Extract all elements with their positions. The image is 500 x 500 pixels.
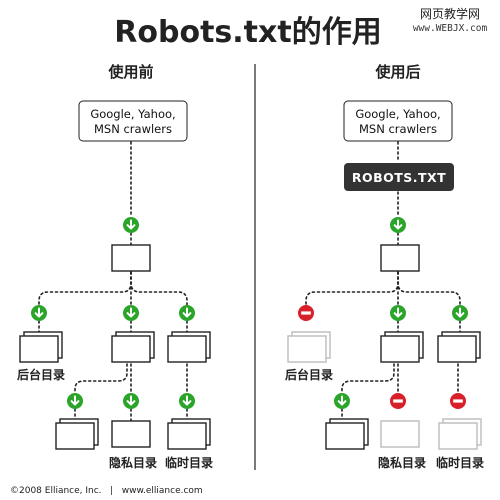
folder-stack [325, 418, 369, 450]
after-panel: 使用后 Google, Yahoo, MSN crawlers ROBOTS.T… [285, 63, 484, 470]
after-heading: 使用后 [374, 63, 420, 81]
connector [130, 271, 188, 306]
temp-dir-label: 临时目录 [165, 455, 213, 470]
connector [38, 271, 132, 306]
connector [397, 271, 461, 306]
before-heading: 使用前 [107, 63, 153, 81]
allow-icon [389, 304, 407, 322]
folder-stack [437, 331, 481, 363]
crawlers-box [343, 100, 453, 142]
allow-icon [122, 216, 140, 234]
crawlers-line2: MSN crawlers [94, 122, 172, 136]
allow-icon [122, 304, 140, 322]
deny-icon [450, 393, 466, 409]
allow-icon [122, 392, 140, 410]
robots-txt-box [344, 163, 454, 191]
crawlers-line1: Google, Yahoo, [90, 107, 175, 121]
connector [38, 320, 188, 334]
copyright-footer: ©2008 Elliance, Inc. | www.elliance.com [10, 486, 203, 496]
robots-txt-label: ROBOTS.TXT [352, 170, 446, 185]
allow-icon [66, 392, 84, 410]
blocked-private-folder [380, 420, 420, 448]
connector [74, 363, 128, 394]
connector [341, 363, 395, 394]
crawlers-line2: MSN crawlers [359, 122, 437, 136]
allow-icon [451, 304, 469, 322]
connector [397, 320, 461, 334]
folder-stack [19, 331, 63, 363]
private-dir-label: 隐私目录 [109, 455, 157, 470]
deny-icon [390, 393, 406, 409]
folder-stack [380, 331, 424, 363]
page-title: Robots.txt的作用 [114, 15, 381, 50]
crawlers-box [78, 100, 188, 142]
folder-stack [111, 331, 155, 363]
backend-dir-label: 后台目录 [285, 367, 333, 382]
folder-stack [167, 418, 211, 450]
private-dir-label: 隐私目录 [378, 455, 426, 470]
root-folder [380, 244, 420, 272]
connector [74, 408, 188, 421]
crawlers-line1: Google, Yahoo, [355, 107, 440, 121]
before-panel: 使用前 Google, Yahoo, MSN crawlers [17, 63, 213, 470]
folder-stack [55, 418, 99, 450]
watermark-url: www.WEBJX.com [413, 23, 488, 34]
allow-icon [333, 392, 351, 410]
connector [305, 271, 399, 306]
allow-icon [389, 216, 407, 234]
deny-icon [298, 305, 314, 321]
allow-icon [178, 392, 196, 410]
root-folder [111, 244, 151, 272]
backend-dir-label: 后台目录 [17, 367, 65, 382]
blocked-folder-stack [438, 418, 482, 450]
watermark-name: 网页教学网 [420, 6, 480, 21]
private-folder [111, 420, 151, 448]
allow-icon [178, 304, 196, 322]
folder-stack [167, 331, 211, 363]
allow-icon [30, 304, 48, 322]
blocked-folder-stack [287, 331, 331, 363]
temp-dir-label: 临时目录 [436, 455, 484, 470]
